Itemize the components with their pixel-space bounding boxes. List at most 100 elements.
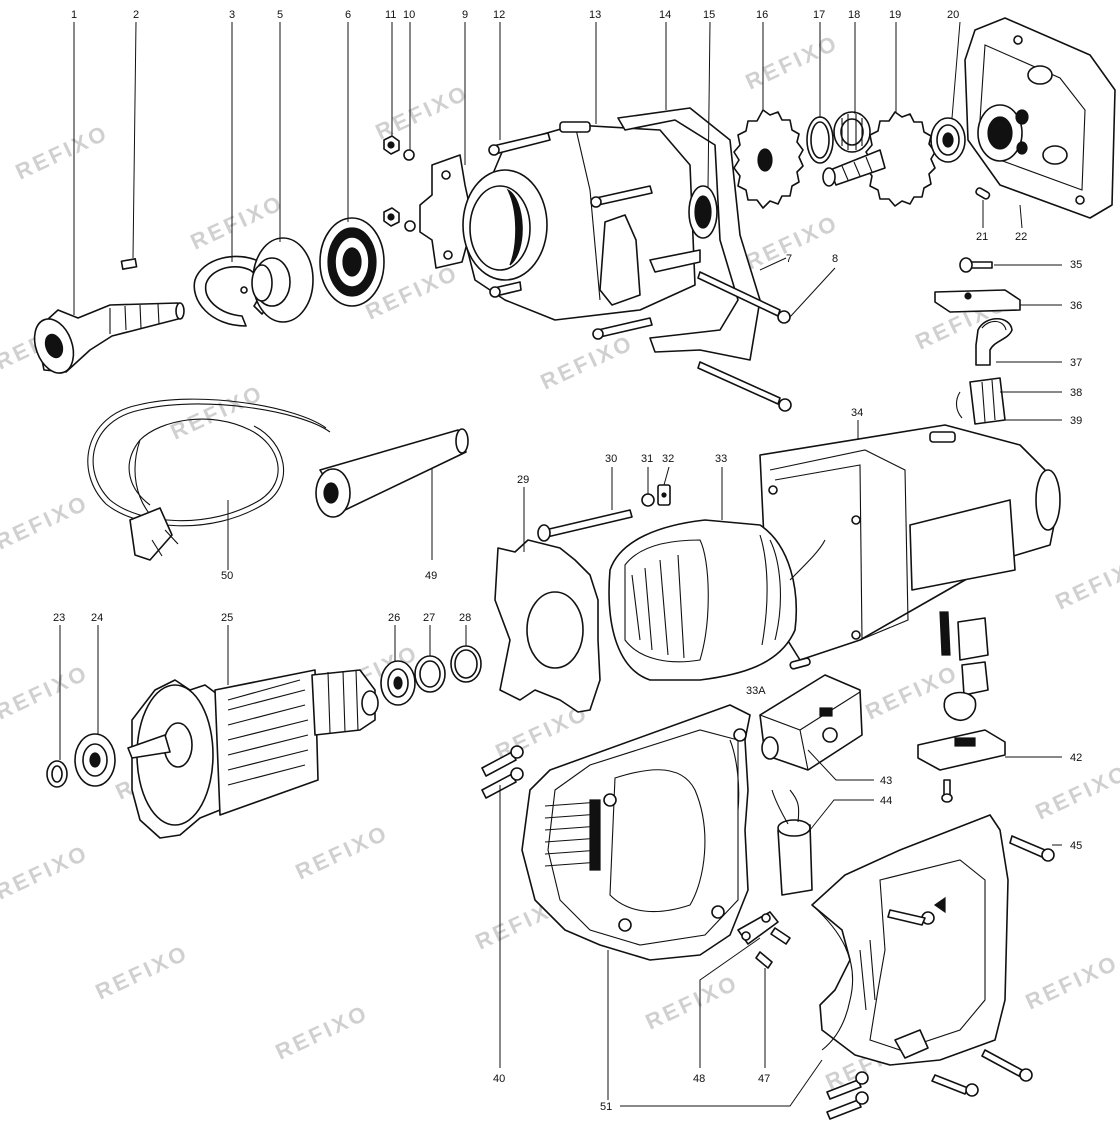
label-10: 10 [403,9,415,21]
part-47-screws [755,927,791,969]
part-51-handle-left [521,704,751,961]
part-21-pin [975,187,991,200]
part-44-capacitor [771,789,813,896]
label-14: 14 [659,9,671,21]
part-34-motor-housing [759,424,1061,661]
part-labels: 1 2 3 5 6 11 10 9 12 13 14 15 16 17 18 1… [53,9,1082,1113]
label-45: 45 [1070,840,1082,852]
label-34: 34 [851,407,863,419]
label-13: 13 [589,9,601,21]
part-26-bearing [380,660,416,706]
part-10-washer [403,149,416,232]
part-18-needle-bearing [833,111,871,153]
part-brush-lower [943,617,989,722]
part-40-screws [481,745,524,799]
label-27: 27 [423,612,435,624]
part-23-sleeve [46,760,68,788]
label-33A: 33A [746,685,766,697]
label-38: 38 [1070,387,1082,399]
part-33A-pin [789,657,811,670]
label-9: 9 [462,9,468,21]
part-48-cable-clamp [737,911,779,945]
watermark: REFIXO [292,820,393,885]
watermark: REFIXO [12,120,113,185]
watermark: REFIXO [742,30,843,95]
label-16: 16 [756,9,768,21]
watermark: REFIXO [642,970,743,1035]
part-9-bracket [419,154,471,269]
part-6-bearing [319,217,385,307]
label-47: 47 [758,1073,770,1085]
part-7-bolts [697,271,792,412]
part-38-brush-holder [969,377,1006,425]
watermark: REFIXO [167,380,268,445]
label-26: 26 [388,612,400,624]
label-35: 35 [1070,259,1082,271]
label-33: 33 [715,453,727,465]
part-28-ring [450,645,482,683]
watermark: REFIXO [1032,760,1120,825]
label-24: 24 [91,612,103,624]
label-1: 1 [71,9,77,21]
label-6: 6 [345,9,351,21]
part-30-screw [537,509,633,542]
part-11-nut [383,135,400,227]
part-5-bell-cap [251,237,314,323]
part-50-power-cable [87,398,331,561]
label-28: 28 [459,612,471,624]
label-2: 2 [133,9,139,21]
label-50: 50 [221,570,233,582]
watermark: REFIXO [372,80,473,145]
part-45-screw [826,835,1055,1120]
watermark: REFIXO [0,490,93,555]
label-42: 42 [1070,752,1082,764]
part-36-brush-cap [934,289,1021,313]
part-12-screws [488,132,653,340]
label-31: 31 [641,453,653,465]
watermark: REFIXO [92,940,193,1005]
label-48: 48 [693,1073,705,1085]
part-33-stator [608,519,826,681]
watermark: REFIXO [1052,550,1120,615]
label-17: 17 [813,9,825,21]
label-37: 37 [1070,357,1082,369]
part-17-ring [806,116,834,164]
watermark: REFIXO [1022,950,1120,1015]
label-18: 18 [848,9,860,21]
label-43: 43 [880,775,892,787]
part-32-bracket [657,484,671,506]
part-27-ring [414,655,446,693]
watermark: REFIXO [537,330,638,395]
part-1-spindle [33,302,185,374]
part-43-switch [759,674,863,771]
label-8: 8 [832,253,838,265]
part-25-armature [127,669,379,839]
label-12: 12 [493,9,505,21]
label-32: 32 [662,453,674,465]
label-15: 15 [703,9,715,21]
part-31-washer [641,493,655,507]
label-21: 21 [976,231,988,243]
part-42-brush-plate [917,729,1006,803]
part-35-screw [959,257,993,273]
part-37-carbon-brush [975,317,1013,366]
part-14-gasket [617,107,761,361]
part-39-spring [955,391,963,419]
part-13-gear-housing [462,121,718,321]
label-22: 22 [1015,231,1027,243]
label-5: 5 [277,9,283,21]
part-2-key [120,258,138,270]
label-25: 25 [221,612,233,624]
label-30: 30 [605,453,617,465]
label-19: 19 [889,9,901,21]
part-51-handle-right [811,814,1009,1066]
label-51: 51 [600,1101,612,1113]
part-20-bearing [930,117,966,163]
label-3: 3 [229,9,235,21]
label-49: 49 [425,570,437,582]
label-20: 20 [947,9,959,21]
label-36: 36 [1070,300,1082,312]
part-29-baffle [494,539,601,713]
label-23: 23 [53,612,65,624]
